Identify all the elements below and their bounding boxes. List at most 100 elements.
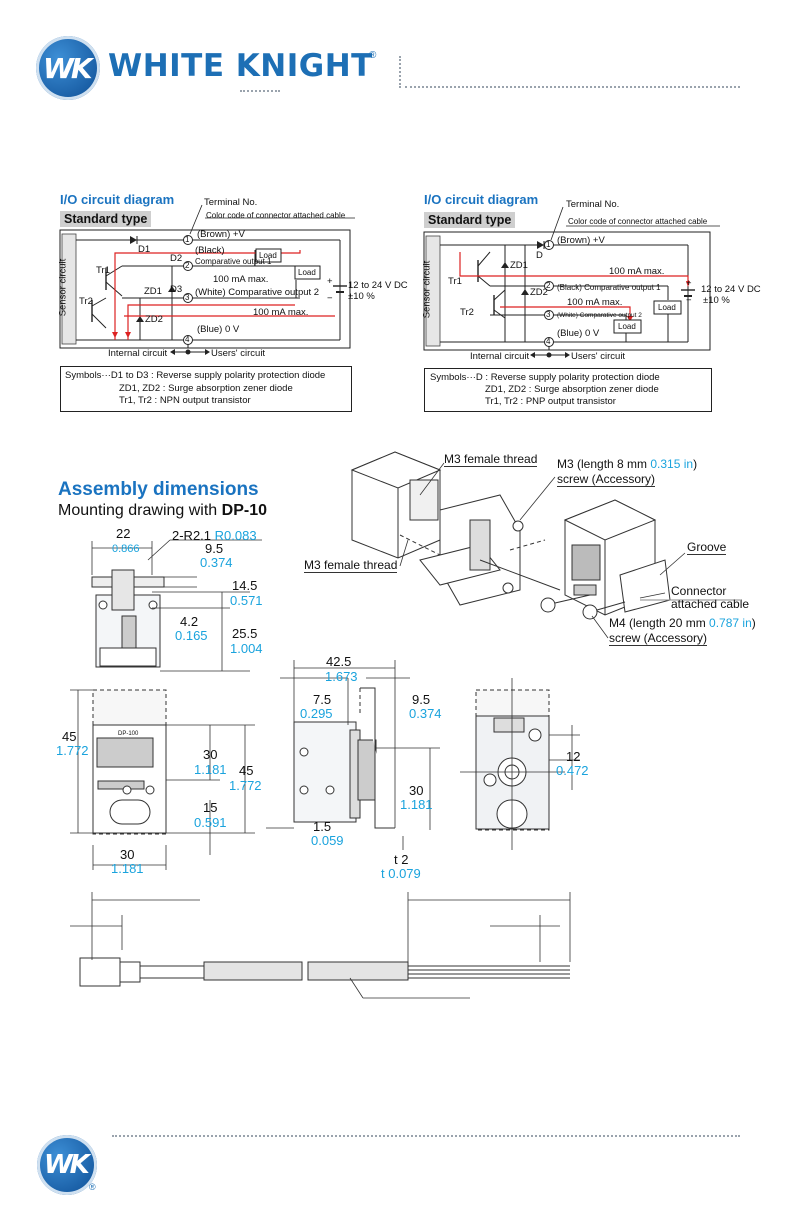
dim-14-5: 14.5 [232, 578, 258, 593]
dim-25-5-in: 1.004 [230, 641, 263, 656]
registered-mark: ® [369, 50, 377, 61]
assembly-title: Assembly dimensions [58, 479, 259, 500]
circuit1-d3: D3 [170, 284, 183, 295]
circuit1-users: Users' circuit [211, 348, 266, 359]
footer-registered-mark: ® [89, 1182, 96, 1192]
header-dots-vertical [399, 56, 401, 88]
circuit1-minus: − [327, 293, 333, 304]
dim-22: 22 [116, 526, 131, 541]
callout-m3-screw-b: ) [693, 457, 698, 471]
dim-t2: t 2 [394, 852, 409, 867]
dim-12-in: 0.472 [556, 763, 589, 778]
circuit1-brown: (Brown) +V [197, 229, 245, 240]
circuit1-load-1: Load [259, 251, 277, 260]
dim-t2-in: t 0.079 [381, 866, 421, 881]
circuit2-symbols-box: Symbols···D : Reverse supply polarity pr… [424, 368, 712, 412]
circuit1-terminal-2: 2 [185, 261, 190, 270]
callout-m4-screw-b: ) [751, 616, 756, 630]
dim-15: 15 [203, 800, 218, 815]
circuit2-load-1: Load [658, 303, 676, 312]
brand-name: WHITE KNIGHT [108, 48, 373, 84]
circuit1-current-1: 100 mA max. [213, 274, 269, 285]
callout-m4-screw-a: M4 (length 20 mm [609, 616, 710, 630]
circuit1-zd2: ZD2 [145, 314, 163, 325]
circuit1-blue: (Blue) 0 V [197, 324, 240, 335]
callout-m3-top: M3 female thread [444, 452, 538, 467]
dim-22-in: 0.866 [112, 543, 140, 555]
dim-radius: 2-R2.1 R0.083 [172, 528, 257, 543]
circuit1-plus: + [327, 276, 333, 287]
circuit2-d: D [536, 250, 543, 261]
dim-42-5: 42.5 [326, 654, 352, 669]
circuit1-color-code: Color code of connector attached cable [206, 211, 346, 220]
circuit1-current-2: 100 mA max. [253, 307, 309, 318]
circuit2-plus: + [686, 278, 692, 289]
dim-25-5: 25.5 [232, 626, 258, 641]
callout-m4-screw: M4 (length 20 mm 0.787 in) [609, 616, 756, 630]
callout-m3-bottom: M3 female thread [304, 558, 398, 573]
footer-dots-line [112, 1135, 740, 1137]
circuit1-terminal-no: Terminal No. [204, 197, 258, 208]
dim-30-c-in: 1.181 [400, 797, 433, 812]
callout-m4-screw-in: 0.787 in [709, 616, 752, 630]
callout-m3-screw-c: screw (Accessory) [557, 472, 656, 487]
dim-9-5-b-in: 0.374 [409, 706, 442, 721]
circuit2-white-comp2: (White) Comparative output 2 [557, 312, 642, 319]
dim-radius-mm: 2-R2.1 [172, 528, 215, 543]
dim-9-5-a: 9.5 [205, 541, 224, 556]
callout-connector-b: attached cable [671, 597, 750, 611]
dim-9-5-a-in: 0.374 [200, 555, 233, 570]
circuit1-symbols-line2: ZD1, ZD2 : Surge absorption zener diode [119, 383, 293, 394]
circuit2-zd2: ZD2 [530, 287, 548, 298]
circuit2-color-code: Color code of connector attached cable [568, 217, 708, 226]
circuit2-black-comp1: (Black) Comparative output 1 [557, 283, 661, 292]
logo-letters: WK [43, 52, 93, 85]
circuit1-comp1: Comparative output 1 [195, 257, 272, 266]
callout-m4-screw-c: screw (Accessory) [609, 631, 708, 646]
circuit1-zd1: ZD1 [144, 286, 162, 297]
circuit1-terminal-1: 1 [185, 235, 190, 244]
footer-logo: WK [37, 1135, 97, 1195]
dim-45-a: 45 [62, 729, 77, 744]
dim-45-a-in: 1.772 [56, 743, 89, 758]
circuit1-internal: Internal circuit [108, 348, 168, 359]
circuit2-brown: (Brown) +V [557, 235, 605, 246]
circuit1-supply-tol: ±10 % [348, 291, 375, 302]
circuit1-load-2: Load [298, 268, 316, 277]
dim-30-a: 30 [203, 747, 218, 762]
circuit2-symbols-line1: Symbols···D : Reverse supply polarity pr… [430, 372, 660, 383]
circuit2-terminal-2: 2 [546, 281, 551, 290]
callout-groove: Groove [687, 540, 727, 555]
front-panel-label: DP-100 [118, 731, 139, 737]
circuit2-blue: (Blue) 0 V [557, 328, 600, 339]
header-dots-small [240, 90, 280, 92]
circuit2-supply: 12 to 24 V DC [701, 284, 761, 295]
circuit2-terminal-4: 4 [546, 337, 551, 346]
dim-42-5-in: 1.673 [325, 669, 358, 684]
circuit2-load-2: Load [618, 322, 636, 331]
dim-30-b-in: 1.181 [111, 861, 144, 876]
circuit1-terminal-3: 3 [185, 293, 190, 302]
dim-4-2: 4.2 [180, 614, 199, 629]
circuit2-minus: − [686, 295, 692, 306]
dim-15-in: 0.591 [194, 815, 227, 830]
dim-30-c: 30 [409, 783, 424, 798]
circuit2-internal: Internal circuit [470, 351, 530, 362]
circuit2-zd1: ZD1 [510, 260, 528, 271]
callout-m3-screw-in: 0.315 in [650, 457, 694, 471]
circuit2-supply-tol: ±10 % [703, 295, 730, 306]
circuit2-terminal-1: 1 [546, 240, 551, 249]
circuit2-users: Users' circuit [571, 351, 626, 362]
circuit2-current-1: 100 mA max. [609, 266, 665, 277]
dim-12: 12 [566, 749, 581, 764]
dim-30-a-in: 1.181 [194, 762, 227, 777]
circuit2-tr1: Tr1 [448, 276, 462, 287]
brand-logo: WK [36, 36, 100, 100]
circuit1-tr2: Tr2 [79, 296, 93, 307]
dim-14-5-in: 0.571 [230, 593, 263, 608]
